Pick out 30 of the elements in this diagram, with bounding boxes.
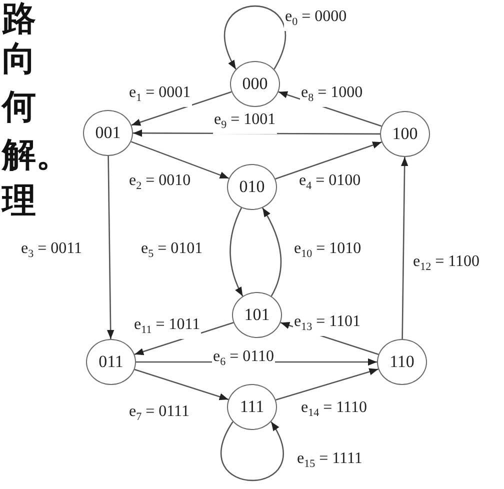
arrow — [224, 6, 286, 70]
text-fragment: 路 — [2, 0, 36, 38]
edge-label: e$_{1}$ = 0001 — [128, 84, 192, 108]
state-circle: 000 — [230, 61, 280, 107]
edge-label: e$_{8}$ = 1000 — [300, 84, 364, 108]
text-fragment: 何 — [2, 88, 36, 126]
arrow — [220, 421, 284, 481]
edge-label: e$_{9}$ = 1001 — [213, 111, 277, 134]
arrow — [262, 208, 282, 296]
arrow — [130, 141, 230, 179]
edge-label: e$_{13}$ = 1101 — [293, 313, 362, 336]
text-fragment: 向 — [2, 40, 36, 78]
state-circle: 001 — [83, 110, 133, 156]
text-fragment: 理 — [2, 182, 36, 220]
edge-label: e$_{0}$ = 0000 — [284, 8, 348, 32]
state-circle: 010 — [227, 164, 277, 210]
state-circle: 100 — [380, 111, 430, 157]
arrow — [106, 156, 114, 339]
arrow — [134, 368, 229, 400]
text-fragment: 解。 — [2, 136, 70, 174]
arrow — [275, 142, 382, 180]
state-circle: 011 — [86, 339, 136, 385]
state-circle: 101 — [232, 292, 282, 338]
edge-label: e$_{11}$ = 1011 — [133, 316, 202, 340]
arrow — [230, 208, 244, 296]
state-circle: 110 — [377, 339, 427, 385]
state-circle: 111 — [227, 384, 277, 430]
arrow — [400, 157, 408, 339]
arrow — [131, 91, 232, 126]
arrow — [276, 368, 378, 400]
